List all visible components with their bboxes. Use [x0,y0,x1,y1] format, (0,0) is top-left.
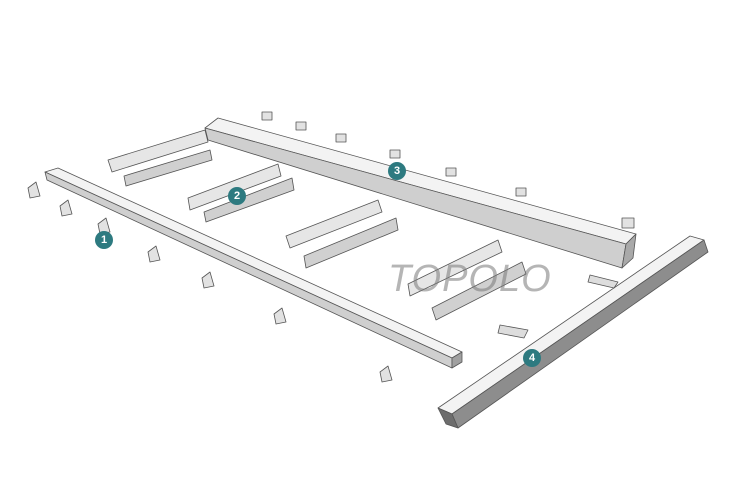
callout-2: 2 [228,187,246,205]
callout-4: 4 [523,349,541,367]
watermark: TOPOLO [388,258,552,300]
front-rail [437,235,709,429]
callout-1: 1 [95,231,113,249]
callout-3: 3 [388,162,406,180]
rear-rail [204,117,637,269]
side-rail [44,167,463,369]
mounting-feet [27,111,635,383]
